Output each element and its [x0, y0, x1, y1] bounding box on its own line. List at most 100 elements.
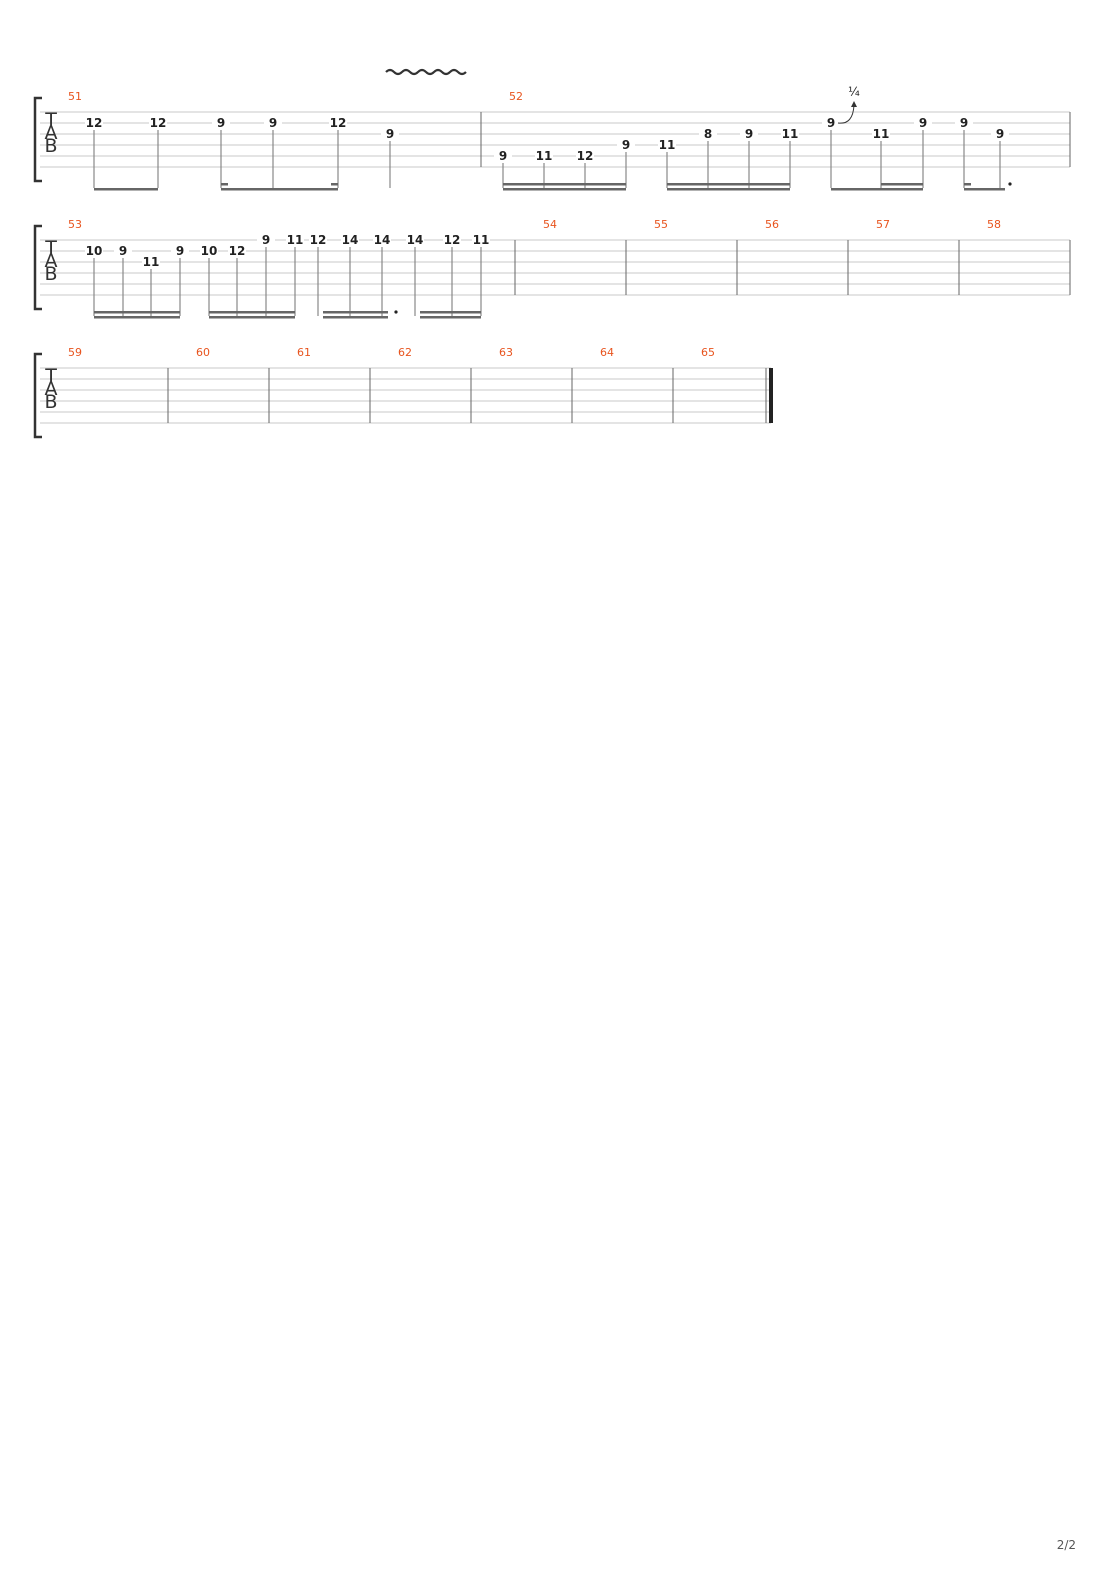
fret-number: 9 [827, 116, 835, 130]
beam [964, 188, 1005, 191]
beam [209, 316, 295, 319]
fret-number-bg [200, 244, 218, 256]
fret-number-bg [658, 138, 676, 150]
measure-number: 51 [68, 90, 82, 103]
fret-number-bg [406, 233, 424, 245]
tab-clef-t: T [44, 237, 57, 259]
fret-number: 9 [622, 138, 630, 152]
fret-number: 14 [342, 233, 359, 247]
fret-number: 11 [659, 138, 676, 152]
fret-number: 11 [473, 233, 490, 247]
fret-number-bg [212, 116, 230, 128]
measure-number: 53 [68, 218, 82, 231]
beam [881, 183, 923, 186]
fret-number: 11 [873, 127, 890, 141]
measure-number: 61 [297, 346, 311, 359]
system-bracket [33, 96, 42, 183]
beam-stub [331, 183, 338, 186]
tab-clef-b: B [44, 263, 57, 285]
beam [94, 311, 180, 314]
beam [94, 188, 158, 191]
measure-number: 58 [987, 218, 1001, 231]
measure-number: 64 [600, 346, 614, 359]
fret-number-bg [914, 116, 932, 128]
measure-number: 52 [509, 90, 523, 103]
fret-number-bg [286, 233, 304, 245]
beam-stub [964, 183, 971, 186]
tab-clef-b: B [44, 391, 57, 413]
beam [420, 311, 481, 314]
measure-number: 55 [654, 218, 668, 231]
fret-number-bg [781, 127, 799, 139]
fret-number: 14 [407, 233, 424, 247]
augmentation-dot [1008, 182, 1012, 186]
fret-number-bg [617, 138, 635, 150]
system-bracket [33, 224, 42, 311]
page-number: 2/2 [1056, 1538, 1076, 1552]
fret-number: 12 [229, 244, 246, 258]
fret-number-bg [494, 149, 512, 161]
beam [667, 188, 790, 191]
measure-number: 57 [876, 218, 890, 231]
fret-number: 11 [782, 127, 799, 141]
fret-number: 12 [150, 116, 167, 130]
fret-number: 9 [919, 116, 927, 130]
fret-number-bg [381, 127, 399, 139]
fret-number-bg [228, 244, 246, 256]
tab-clef-t: T [44, 365, 57, 387]
measure-number: 59 [68, 346, 82, 359]
fret-number-bg [991, 127, 1009, 139]
fret-number: 12 [444, 233, 461, 247]
measure-number: 65 [701, 346, 715, 359]
fret-number-bg [329, 116, 347, 128]
fret-number: 9 [217, 116, 225, 130]
beam [221, 188, 338, 191]
fret-number: 12 [577, 149, 594, 163]
measure-number: 56 [765, 218, 779, 231]
bend-arrow-icon [851, 101, 857, 107]
vibrato-icon [385, 68, 467, 76]
fret-number: 12 [330, 116, 347, 130]
beam [323, 311, 388, 314]
beam [94, 316, 180, 319]
beam [831, 188, 923, 191]
fret-number: 9 [745, 127, 753, 141]
measure-number: 54 [543, 218, 557, 231]
beam [420, 316, 481, 319]
beam [323, 316, 388, 319]
fret-number-bg [171, 244, 189, 256]
fret-number-bg [341, 233, 359, 245]
fret-number: 10 [86, 244, 103, 258]
fret-number: 10 [201, 244, 218, 258]
fret-number-bg [576, 149, 594, 161]
fret-number: 11 [143, 255, 160, 269]
fret-number: 8 [704, 127, 712, 141]
tab-clef-a: A [45, 250, 58, 272]
fret-number-bg [872, 127, 890, 139]
fret-number: 11 [536, 149, 553, 163]
fret-number-bg [257, 233, 275, 245]
fret-number-bg [955, 116, 973, 128]
tab-clef-a: A [45, 378, 58, 400]
fret-number: 9 [119, 244, 127, 258]
tab-clef-t: T [44, 109, 57, 131]
fret-number: 14 [374, 233, 391, 247]
fret-number-bg [443, 233, 461, 245]
fret-number: 9 [176, 244, 184, 258]
beam [503, 183, 626, 186]
beam [667, 183, 790, 186]
fret-number: 12 [310, 233, 327, 247]
fret-number-bg [535, 149, 553, 161]
fret-number: 9 [996, 127, 1004, 141]
fret-number-bg [472, 233, 490, 245]
fret-number: 9 [499, 149, 507, 163]
beam [209, 311, 295, 314]
beam [503, 188, 626, 191]
fret-number-bg [114, 244, 132, 256]
measure-number: 63 [499, 346, 513, 359]
fret-number: 12 [86, 116, 103, 130]
fret-number-bg [85, 244, 103, 256]
fret-number: 9 [262, 233, 270, 247]
